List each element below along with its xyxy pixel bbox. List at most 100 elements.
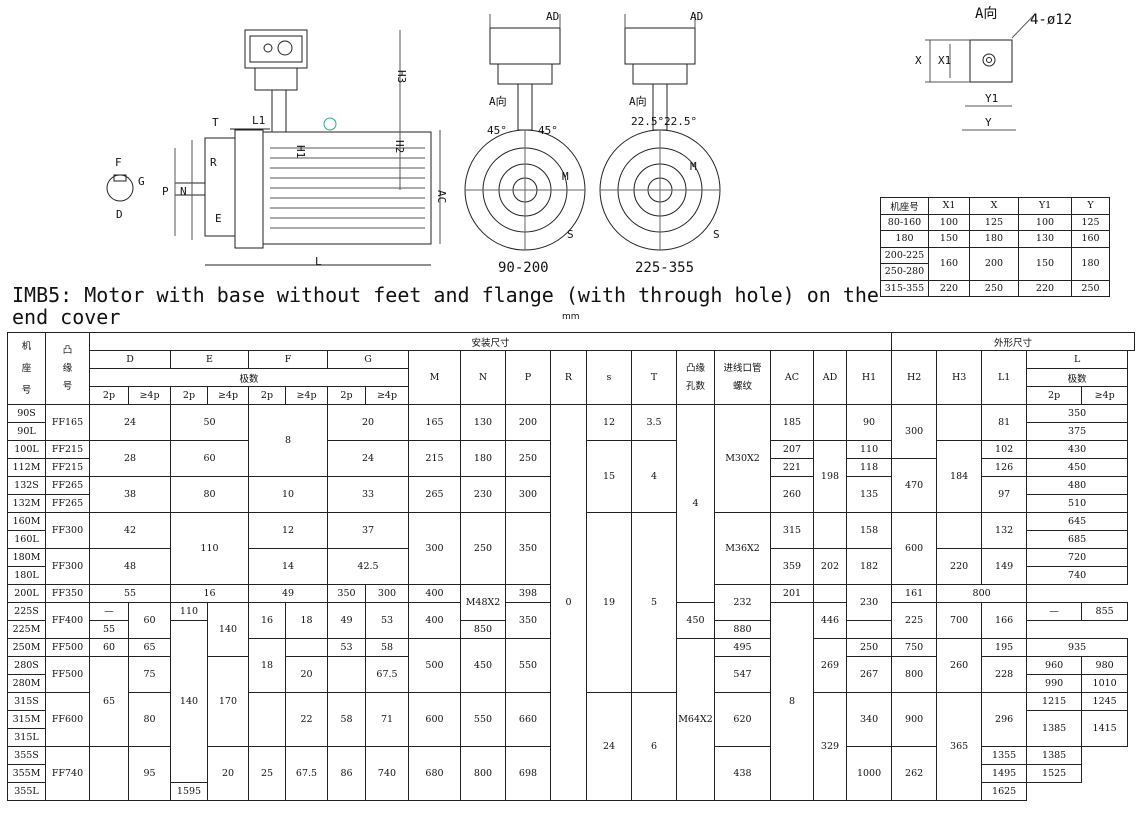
cell-h1: 438: [714, 746, 771, 801]
cell-p: 300: [505, 476, 551, 513]
cell-d: 75: [128, 656, 171, 693]
cell-ac: 260: [770, 476, 814, 513]
label-a-dir-right: A向: [629, 94, 647, 108]
cell: 200-225: [880, 246, 929, 264]
cell-flange: FF300: [45, 548, 90, 585]
label-f: F: [115, 156, 122, 169]
cell-l: 850: [460, 620, 506, 639]
cell-d: 42: [89, 512, 171, 549]
table-row: 100L FF215 28 60 24 215 180 250 15 4 207…: [7, 440, 1135, 513]
cell-s: 19: [586, 512, 632, 693]
cell-p: 800: [460, 746, 506, 801]
cell: 250-280: [880, 263, 929, 281]
cell-flange: FF265: [45, 476, 90, 495]
cell-g: 33: [327, 476, 409, 513]
cell-h3: 365: [936, 692, 983, 801]
cell-l: 645: [1026, 512, 1129, 531]
caption-225-355: 225-355: [635, 260, 694, 276]
cell-f: 25: [248, 746, 286, 801]
cell-l: —: [1026, 602, 1083, 621]
label-r: R: [210, 156, 217, 169]
label-m-right: M: [690, 160, 697, 173]
label-22-left: 22.5°: [631, 115, 664, 128]
cell: 180: [1071, 246, 1110, 281]
cell-g: 37: [327, 512, 409, 549]
cell-g: [327, 656, 366, 693]
header-4p: ≥4p: [1081, 386, 1129, 405]
table-row: 112M FF215 221 118 470 126 450: [7, 458, 1135, 513]
table-row: 280M 990 1010: [7, 674, 1135, 693]
label-22-right: 22.5°: [664, 115, 697, 128]
cell-flange: FF300: [45, 512, 90, 549]
cell-frame: 180M: [7, 548, 46, 567]
cell-frame: 180L: [7, 566, 46, 585]
header-flange: 凸缘号: [45, 332, 90, 405]
cell-h3: 220: [936, 548, 983, 585]
cell-g: 24: [327, 440, 409, 477]
cell-frame: 100L: [7, 440, 46, 459]
cell-l1: 228: [981, 656, 1028, 693]
cell: 125: [969, 213, 1019, 231]
cell-ac: 698: [505, 746, 551, 801]
table-row: 315M 1385 1415: [7, 710, 1135, 747]
cell-flange: FF350: [45, 584, 90, 603]
cell-m: 400: [408, 602, 461, 639]
cell-l: 1415: [1081, 710, 1129, 747]
cell-n: 130: [460, 404, 506, 441]
cell-f: 16: [170, 584, 249, 603]
header-l1: L1: [981, 350, 1028, 405]
table-row: 315S FF600 80 22 58 71 600 550 660 24 6 …: [7, 692, 1135, 801]
cell-g: 49: [327, 602, 366, 639]
cell: 250: [969, 279, 1019, 297]
table-row: 250M FF500 60 65 18 53 58 500 450 550 M6…: [7, 638, 1135, 801]
header-holes: 凸缘孔数: [676, 350, 715, 405]
cell-h1: 135: [845, 476, 893, 513]
cell-g: 49: [248, 584, 328, 603]
header-4p: ≥4p: [365, 386, 409, 405]
label-t: T: [212, 116, 219, 129]
header-t: T: [631, 350, 677, 405]
header-4p: ≥4p: [128, 386, 171, 405]
cell: 160: [1071, 230, 1110, 248]
front-view-90-200: AD 45° 45° A向 S M 90-200: [464, 10, 586, 276]
cell: 150: [1018, 246, 1072, 281]
cell-h1: 267: [845, 656, 893, 693]
table-row: 90S FF165 24 50 8 20 165 130 200 0 12 3.…: [7, 404, 1135, 801]
cell-d: 55: [89, 620, 129, 639]
cell-e: 170: [207, 656, 249, 747]
table-row: 355M 1495 1525: [7, 764, 1135, 783]
cell-h1: 158: [845, 512, 893, 549]
cell-m: 300: [408, 512, 461, 585]
cell-l: 980: [1081, 656, 1129, 675]
header-group-outline: 外形尺寸: [891, 332, 1135, 351]
cell-frame: 250M: [7, 638, 46, 657]
cell-e: 50: [170, 404, 249, 441]
cell-l1: 126: [981, 458, 1028, 477]
cell-l: 1010: [1081, 674, 1129, 693]
header-y: Y: [1071, 197, 1110, 215]
cell-frame: 315M: [7, 710, 46, 729]
label-y1: Y1: [985, 92, 998, 105]
table-row: 160M FF300 42 110 12 37 300 250 350 19 5…: [7, 512, 1135, 693]
header-2p: 2p: [1026, 386, 1083, 405]
cell-f: 16: [248, 602, 286, 639]
cell-m: 500: [408, 638, 461, 693]
cell-m: 165: [408, 404, 461, 441]
cell-frame: 132S: [7, 476, 46, 495]
header-ac: AC: [770, 350, 814, 405]
cell-ac: 620: [714, 692, 771, 747]
cell-flange: FF500: [45, 638, 90, 657]
cell-h2: 750: [891, 638, 938, 657]
cell-l: 1525: [1026, 764, 1083, 783]
cell-f: 12: [248, 512, 328, 549]
cell: 125: [1071, 213, 1110, 231]
cell-m: 215: [408, 440, 461, 477]
cell-h3: 184: [936, 440, 983, 513]
cell: 150: [928, 230, 970, 248]
cell-frame: 90S: [7, 404, 46, 423]
cell-d: 38: [89, 476, 171, 513]
cell-h1: 90: [845, 404, 893, 441]
cell-frame: 132M: [7, 494, 46, 513]
cell-flange: FF215: [45, 458, 90, 477]
